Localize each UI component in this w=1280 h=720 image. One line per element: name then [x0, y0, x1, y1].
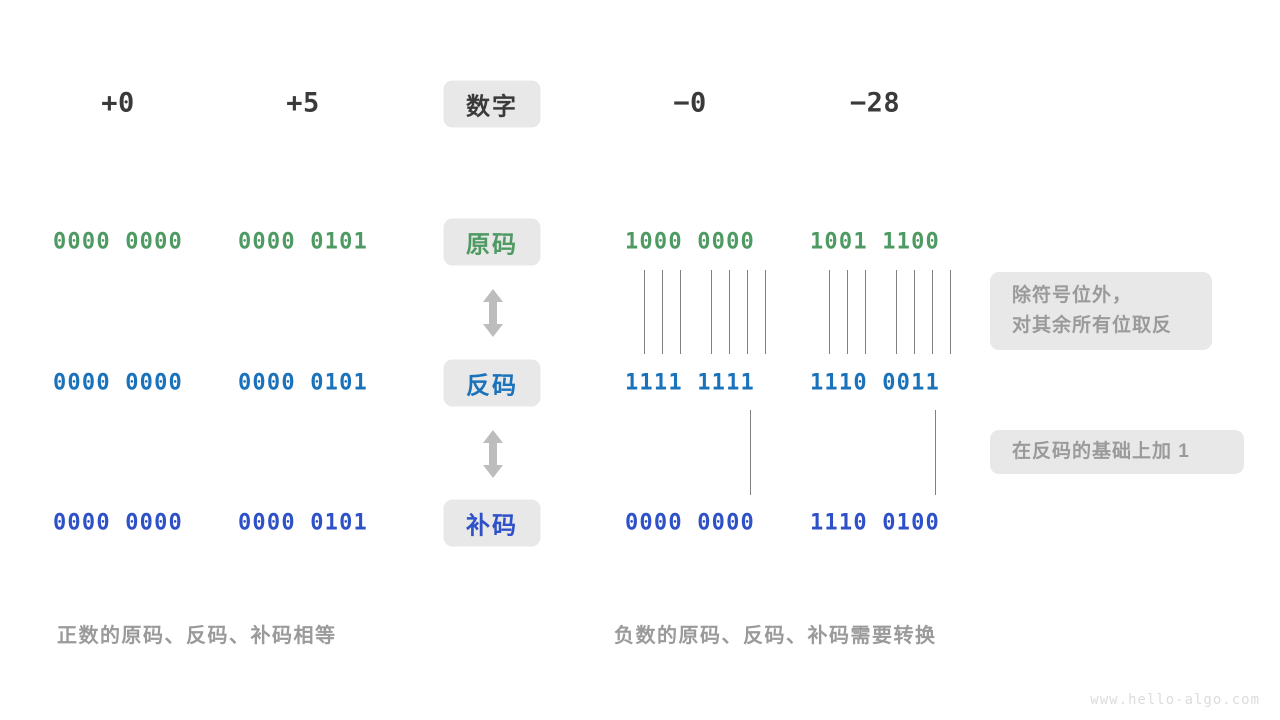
bits-ones-complement-pos-zero: 0000 0000 — [52, 370, 184, 396]
header-value-pos-zero: +0 — [101, 87, 135, 119]
row-label-number: 数字 — [443, 80, 541, 128]
bits-ones-complement-pos-five: 0000 0101 — [237, 370, 369, 396]
up-down-arrow-icon-add-one — [481, 429, 505, 479]
row-label-twos-complement: 补码 — [443, 499, 541, 547]
note-invert-bits: 除符号位外， 对其余所有位取反 — [990, 272, 1212, 350]
bits-twos-complement-pos-five: 0000 0101 — [237, 510, 369, 536]
note-invert-line-2: 对其余所有位取反 — [1012, 315, 1173, 336]
note-add-one-line-1: 在反码的基础上加 1 — [1012, 441, 1190, 462]
header-value-pos-five: +5 — [286, 87, 320, 119]
bits-twos-complement-neg-zero: 0000 0000 — [624, 510, 756, 536]
invert-tick — [896, 270, 897, 354]
invert-tick — [950, 270, 951, 354]
caption-negative: 负数的原码、反码、补码需要转换 — [614, 625, 937, 647]
bits-ones-complement-neg-zero: 1111 1111 — [624, 370, 756, 396]
watermark: www.hello-algo.com — [1090, 692, 1260, 708]
note-invert-line-1: 除符号位外， — [1012, 285, 1133, 306]
addone-tick — [750, 410, 751, 495]
invert-tick — [829, 270, 830, 354]
invert-tick — [932, 270, 933, 354]
invert-tick — [847, 270, 848, 354]
up-down-arrow-icon-invert — [481, 288, 505, 338]
bits-twos-complement-neg-twentyeight: 1110 0100 — [809, 510, 941, 536]
row-label-ones-complement: 反码 — [443, 359, 541, 407]
row-label-sign-magnitude: 原码 — [443, 218, 541, 266]
invert-tick — [711, 270, 712, 354]
invert-tick — [662, 270, 663, 354]
note-add-one: 在反码的基础上加 1 — [990, 430, 1244, 474]
bits-sign-magnitude-neg-zero: 1000 0000 — [624, 229, 756, 255]
bits-sign-magnitude-pos-five: 0000 0101 — [237, 229, 369, 255]
invert-tick — [644, 270, 645, 354]
bits-sign-magnitude-pos-zero: 0000 0000 — [52, 229, 184, 255]
invert-tick — [680, 270, 681, 354]
bits-sign-magnitude-neg-twentyeight: 1001 1100 — [809, 229, 941, 255]
invert-tick — [747, 270, 748, 354]
invert-tick — [729, 270, 730, 354]
header-value-neg-twentyeight: −28 — [849, 87, 901, 119]
addone-tick — [935, 410, 936, 495]
header-value-neg-zero: −0 — [673, 87, 707, 119]
bits-twos-complement-pos-zero: 0000 0000 — [52, 510, 184, 536]
invert-tick — [765, 270, 766, 354]
caption-positive: 正数的原码、反码、补码相等 — [57, 625, 337, 647]
invert-tick — [865, 270, 866, 354]
invert-tick — [914, 270, 915, 354]
bits-ones-complement-neg-twentyeight: 1110 0011 — [809, 370, 941, 396]
